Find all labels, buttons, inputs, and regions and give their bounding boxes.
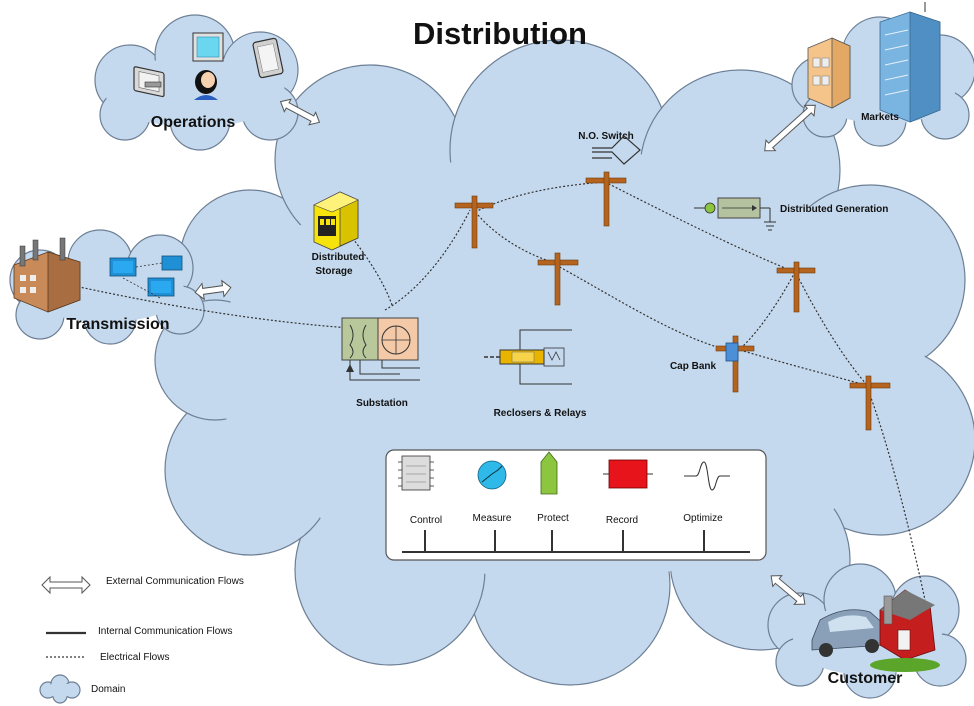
cap-bank-icon	[725, 342, 739, 362]
external-flow-arrow-operations	[279, 98, 321, 126]
substation-label: Substation	[356, 398, 408, 409]
external-flow-arrow-markets	[764, 104, 816, 152]
legend-domain-label: Domain	[91, 684, 125, 695]
market-building-icon	[807, 37, 851, 109]
reclosers-relays-label: Reclosers & Relays	[494, 408, 587, 419]
monitor-icon	[133, 66, 165, 98]
function-control-label: Control	[410, 515, 442, 526]
network-computers-icon	[109, 255, 183, 299]
storage-icon	[313, 191, 359, 251]
utility-pole-6	[849, 375, 891, 431]
function-record-label: Record	[606, 515, 638, 526]
legend-domain-cloud-icon	[39, 674, 81, 704]
office-tower-icon	[879, 2, 941, 123]
transmission-label: Transmission	[66, 316, 169, 333]
utility-pole-3	[537, 252, 579, 306]
distributed-storage-label-line2: Storage	[315, 266, 353, 277]
external-flow-arrow-transmission	[194, 279, 232, 301]
function-protect-label: Protect	[537, 513, 569, 524]
protect-icon	[540, 451, 558, 495]
screen-icon	[192, 32, 224, 62]
tablet-icon	[252, 37, 284, 79]
barn-icon	[870, 589, 940, 672]
function-optimize-label: Optimize	[683, 513, 723, 524]
no-switch-label: N.O. Switch	[578, 131, 634, 142]
measure-icon	[477, 460, 507, 490]
operator-icon	[194, 70, 218, 100]
record-icon	[603, 459, 653, 489]
distributed-storage-label-line1: Distributed	[312, 252, 365, 263]
functions-panel	[385, 449, 767, 561]
distributed-generation-label: Distributed Generation	[780, 204, 888, 215]
optimize-waveform-icon	[684, 461, 730, 491]
legend-external-arrow-icon	[41, 575, 91, 595]
customer-label: Customer	[828, 670, 903, 687]
operations-label: Operations	[151, 114, 236, 131]
cap-bank-label: Cap Bank	[670, 361, 717, 372]
function-measure-label: Measure	[473, 513, 512, 524]
distributed-generation-icon	[694, 197, 776, 231]
utility-pole-4	[776, 261, 816, 313]
control-chip-icon	[398, 455, 434, 491]
recloser-relay-icon	[484, 329, 572, 385]
electrical-flow-lines	[69, 181, 926, 601]
substation-icon	[341, 317, 420, 381]
utility-pole-5	[715, 335, 755, 393]
markets-label: Markets	[861, 112, 899, 123]
legend-external-label: External Communication Flows	[106, 576, 244, 587]
utility-pole-2	[585, 171, 627, 227]
power-plant-icon	[13, 237, 81, 313]
legend-internal-label: Internal Communication Flows	[98, 626, 233, 637]
no-switch-icon	[592, 135, 641, 165]
page-title: Distribution	[413, 16, 587, 51]
external-flow-arrow-customer	[770, 575, 806, 605]
legend: External Communication Flows Internal Co…	[39, 575, 244, 704]
legend-electrical-label: Electrical Flows	[100, 652, 169, 663]
utility-pole-1	[454, 195, 494, 249]
car-icon	[811, 609, 886, 657]
